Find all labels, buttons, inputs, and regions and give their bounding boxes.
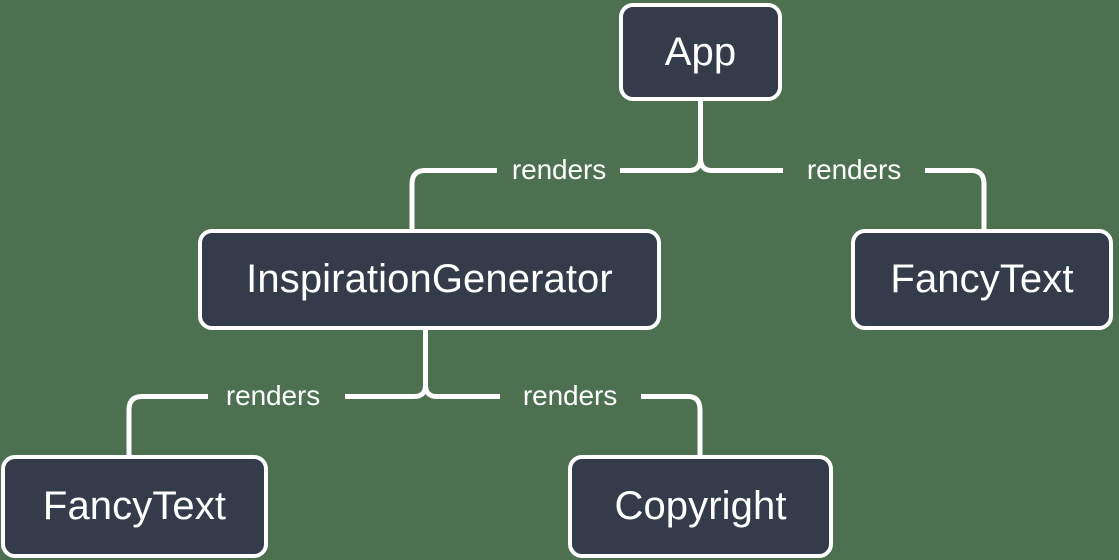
edge-app-to-inspiration-left-seg (409, 168, 497, 229)
edge-label-app-to-fancytext: renders (806, 154, 902, 185)
node-fancytext-right[interactable]: FancyText (851, 229, 1113, 330)
node-copyright[interactable]: Copyright (568, 455, 833, 558)
edge-app-stem-right (698, 157, 712, 173)
edge-label-inspiration-to-copyright: renders (522, 380, 618, 411)
edge-label-inspiration-to-fancytext: renders (225, 380, 321, 411)
edge-label-app-to-inspiration: renders (511, 154, 607, 185)
node-app[interactable]: App (619, 3, 782, 101)
node-inspiration-generator[interactable]: InspirationGenerator (198, 229, 661, 330)
node-fancytext-bottom[interactable]: FancyText (1, 455, 268, 558)
node-fancytext-bottom-label: FancyText (42, 484, 227, 528)
edge-inspiration-to-fancytext-left-seg (126, 394, 208, 455)
node-app-label: App (664, 29, 737, 74)
node-copyright-label: Copyright (614, 484, 787, 528)
edge-app-to-fancytext-right-seg (925, 168, 987, 229)
edge-inspiration-to-copyright-right-seg (641, 394, 703, 455)
node-inspiration-generator-label: InspirationGenerator (246, 257, 613, 301)
node-fancytext-right-label: FancyText (890, 257, 1074, 301)
edge-inspiration-stem-right (423, 384, 437, 399)
